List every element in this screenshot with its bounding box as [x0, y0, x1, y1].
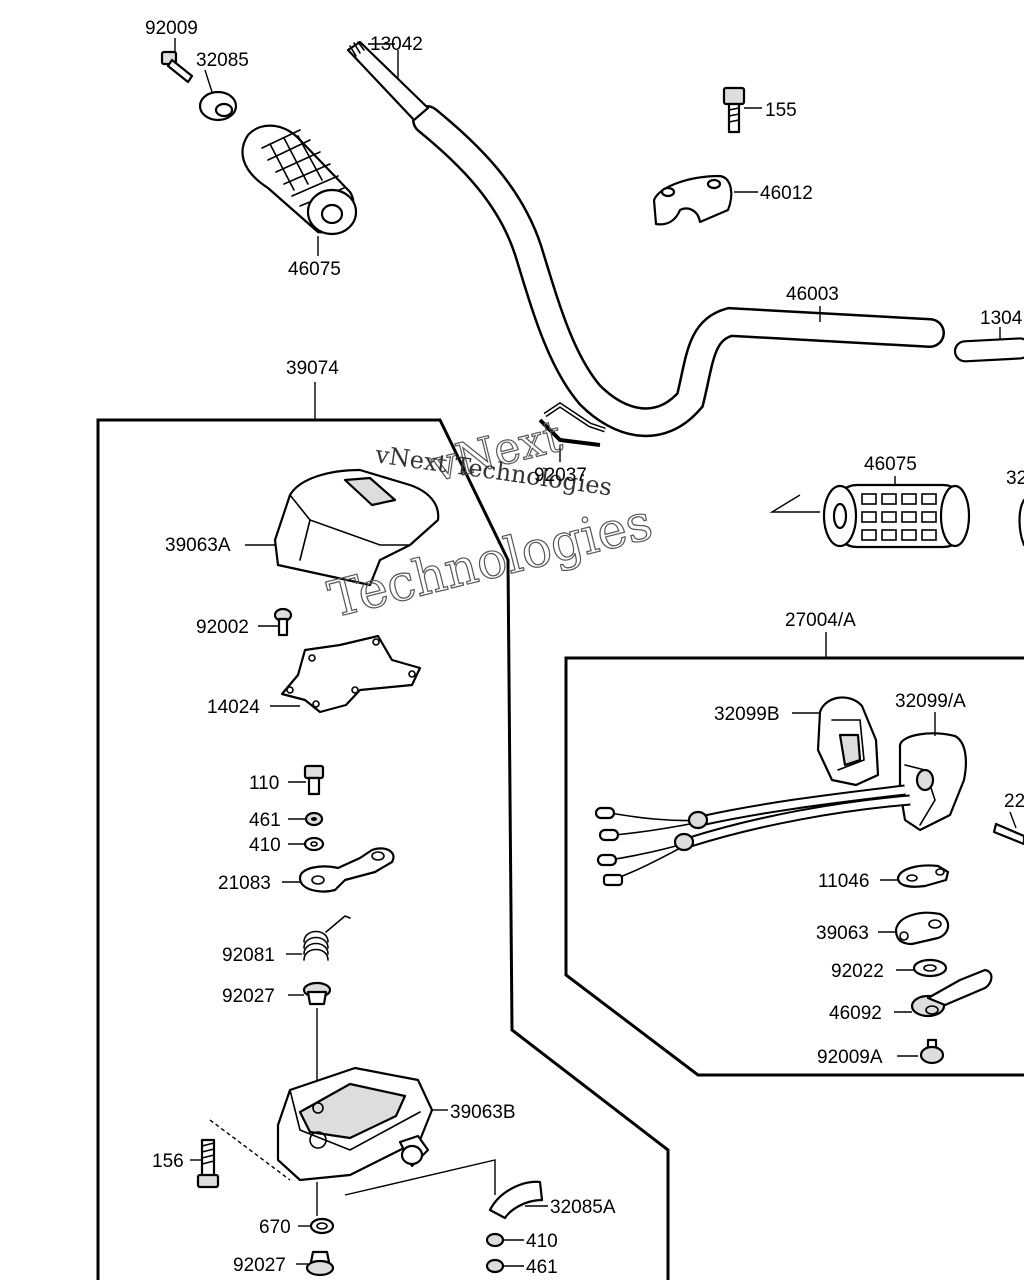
- label-410-upper: 410: [249, 835, 281, 856]
- label-39063B: 39063B: [450, 1102, 516, 1123]
- label-13042: 13042: [370, 34, 423, 55]
- weight-32085: [198, 90, 238, 122]
- washer-670: [309, 1217, 335, 1235]
- spring-92081: [303, 915, 351, 961]
- label-14024: 14024: [207, 697, 260, 718]
- housing-39063B: [276, 1066, 434, 1182]
- screw-92002: [273, 607, 293, 637]
- clip-92037: [538, 401, 606, 447]
- bolt-92009A: [919, 1038, 945, 1065]
- screw-22x: [992, 822, 1024, 846]
- group-box-27004: [564, 656, 1024, 1077]
- label-22x: 22: [1004, 791, 1024, 812]
- label-39074: 39074: [286, 358, 339, 379]
- label-92009A: 92009A: [817, 1047, 883, 1068]
- label-32085: 32085: [196, 50, 249, 71]
- label-46003: 46003: [786, 284, 839, 305]
- label-46075-left: 46075: [288, 259, 341, 280]
- label-92009: 92009: [145, 18, 198, 39]
- nut-461-upper: [304, 811, 324, 827]
- label-11046: 11046: [818, 871, 869, 892]
- leader-22x: [1009, 811, 1017, 829]
- label-32x: 32: [1006, 468, 1024, 489]
- label-461-upper: 461: [249, 810, 281, 831]
- bolt-110: [303, 764, 325, 796]
- plate-21083: [298, 847, 395, 893]
- label-21083: 21083: [218, 873, 271, 894]
- label-32085A: 32085A: [550, 1197, 616, 1218]
- washer-410-lower: [485, 1232, 505, 1248]
- holder-46012: [652, 174, 733, 226]
- plate-11046: [896, 864, 950, 888]
- switch-housing-32099A: [898, 732, 967, 832]
- label-46012: 46012: [760, 183, 813, 204]
- collar-92027-lower: [305, 1250, 335, 1277]
- lever-46092: [910, 968, 993, 1018]
- label-92027-lower: 92027: [233, 1255, 286, 1276]
- leader-seal-axis: [344, 1159, 496, 1196]
- seal-32085A: [488, 1180, 544, 1220]
- clamp-39063: [894, 911, 950, 946]
- label-92022: 92022: [831, 961, 884, 982]
- label-92027-upper: 92027: [222, 986, 275, 1007]
- grip-46075-left: [241, 124, 358, 236]
- label-156: 156: [152, 1151, 184, 1172]
- label-155: 155: [765, 100, 797, 121]
- nut-461-lower: [485, 1258, 505, 1274]
- washer-92022: [912, 958, 948, 978]
- label-410-lower: 410: [526, 1231, 558, 1252]
- handlebar-46003: [412, 105, 945, 438]
- label-670: 670: [259, 1217, 291, 1238]
- label-46092: 46092: [829, 1003, 882, 1024]
- leader-grip-right: [769, 494, 820, 513]
- bolt-156: [196, 1138, 220, 1189]
- wiring-harness: [594, 784, 911, 887]
- label-39063A: 39063A: [165, 535, 231, 556]
- bar-end-13042: [346, 40, 430, 122]
- label-46075-right: 46075: [864, 454, 917, 475]
- leader-32085: [204, 69, 213, 93]
- part-labels: 92009 32085 13042 155 46012 46075 46003 …: [145, 18, 1024, 1278]
- cover-39063A: [273, 468, 440, 587]
- label-461-lower: 461: [526, 1257, 558, 1278]
- label-32099B: 32099B: [714, 704, 780, 725]
- leader-156-axis: [209, 1119, 291, 1181]
- label-32099A: 32099/A: [895, 691, 966, 712]
- switch-housing-32099B: [816, 696, 880, 787]
- bolt-92009: [160, 50, 194, 84]
- label-27004A: 27004/A: [785, 610, 856, 631]
- label-92037: 92037: [534, 465, 587, 486]
- washer-410-upper: [303, 836, 325, 852]
- label-110: 110: [249, 773, 279, 794]
- label-92002: 92002: [196, 617, 249, 638]
- bolt-155: [722, 86, 746, 134]
- bar-end-1304x: [953, 337, 1024, 363]
- collar-92027-upper: [302, 981, 332, 1006]
- gasket-14024: [280, 634, 422, 714]
- label-92081: 92081: [222, 945, 275, 966]
- weight-32x-partial: [1018, 498, 1024, 547]
- label-1304x: 1304: [980, 308, 1023, 329]
- label-39063: 39063: [816, 923, 869, 944]
- grip-46075-right: [822, 483, 971, 549]
- group-box-39074: [96, 418, 670, 1280]
